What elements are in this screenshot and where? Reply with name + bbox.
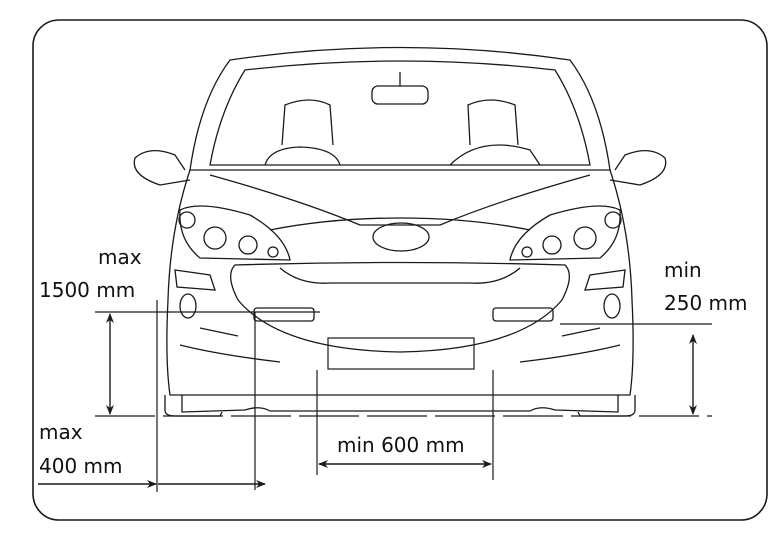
height-max-word: max [98, 245, 142, 269]
car-outline [133, 46, 667, 417]
frame [32, 19, 768, 521]
dimension-arrows [38, 313, 697, 488]
height-max-value: 1500 mm [39, 278, 136, 302]
dimension-lines [95, 300, 712, 492]
spacing-min-label: min 600 mm [337, 433, 465, 457]
height-min-value: 250 mm [664, 291, 748, 315]
height-min-word: min [664, 258, 702, 282]
side-max-word: max [39, 420, 83, 444]
side-max-value: 400 mm [39, 454, 123, 478]
